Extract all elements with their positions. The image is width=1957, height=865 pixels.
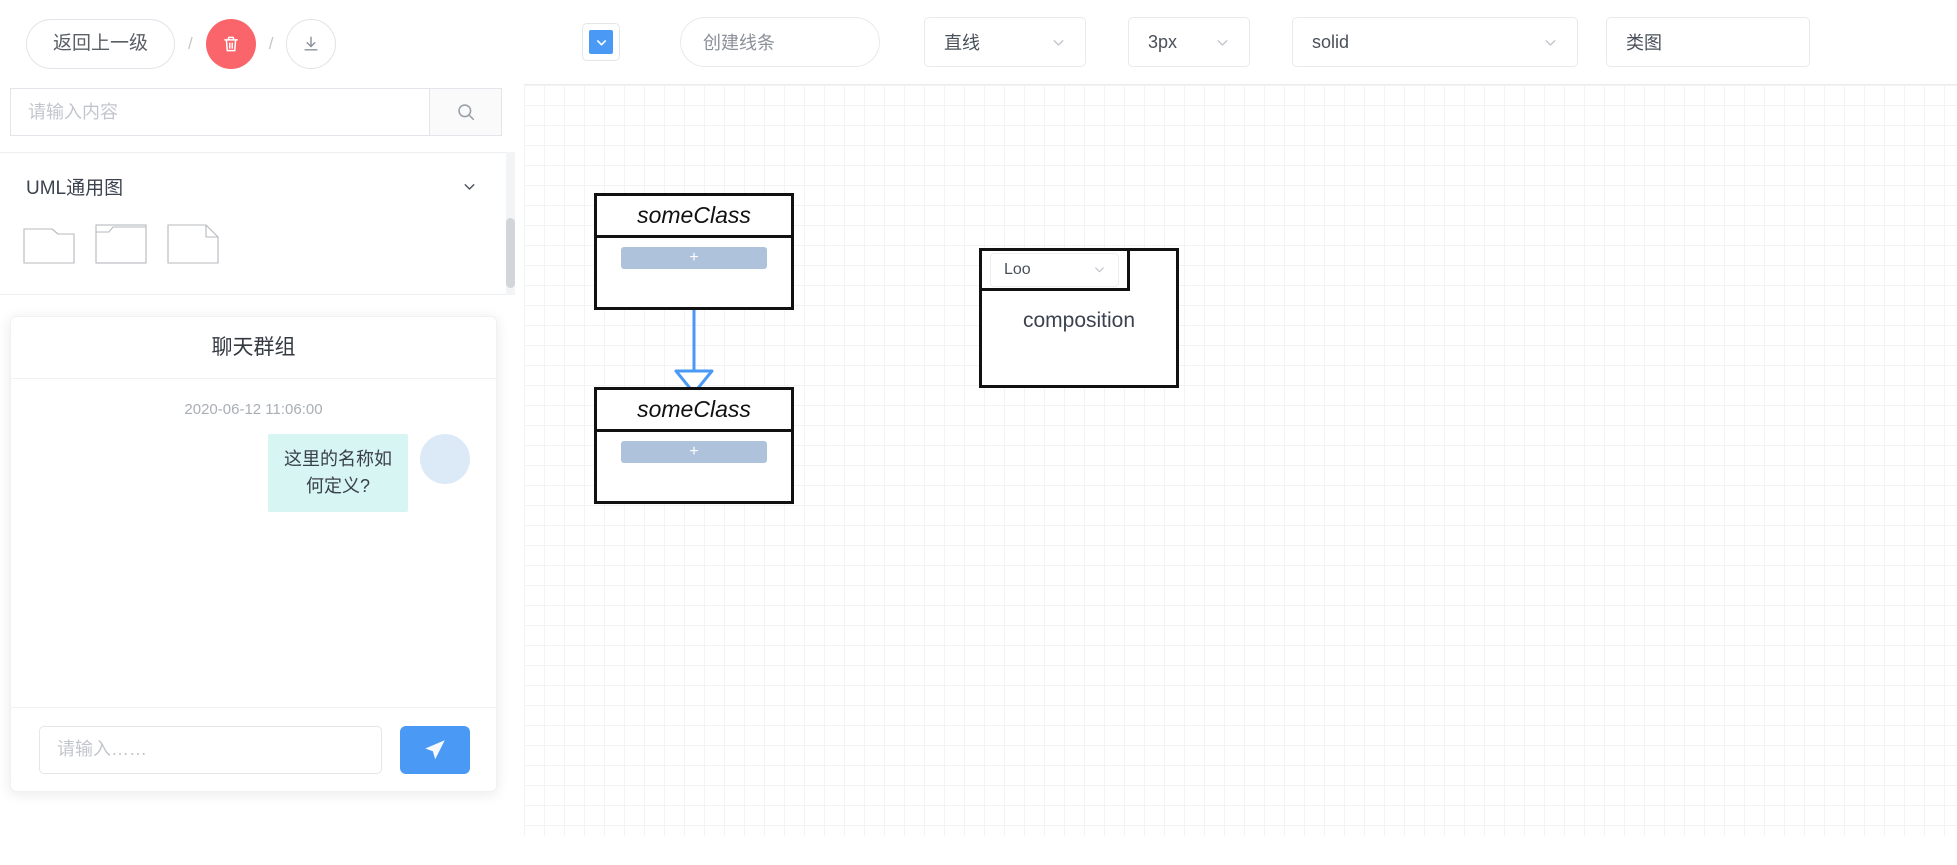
line-type-select[interactable]: 直线: [924, 17, 1086, 67]
toggle-square: [589, 30, 613, 54]
search-input[interactable]: [11, 89, 429, 135]
line-width-select[interactable]: 3px: [1128, 17, 1250, 67]
chevron-down-icon: [1545, 39, 1556, 46]
breadcrumb-separator-2: /: [268, 34, 274, 53]
chat-input[interactable]: [39, 725, 382, 774]
diagram-canvas[interactable]: someClass + someClass + Loo composition: [524, 84, 1957, 836]
shape-list: [0, 200, 506, 265]
avatar: [420, 434, 470, 484]
uml-class-title: someClass: [597, 196, 791, 238]
chevron-down-icon: [1053, 39, 1064, 46]
diagram-name-value: 类图: [1626, 33, 1662, 53]
diagram-name-field[interactable]: 类图: [1606, 17, 1810, 67]
uml-composition-node[interactable]: Loo composition: [979, 248, 1179, 388]
uml-class-node[interactable]: someClass +: [594, 387, 794, 504]
note-shape-icon[interactable]: [166, 222, 220, 265]
delete-button[interactable]: [205, 19, 256, 69]
chat-message: 这里的名称如何定义?: [37, 434, 470, 512]
download-icon: [304, 36, 319, 51]
chevron-down-icon: [596, 39, 606, 45]
uml-class-node[interactable]: someClass +: [594, 193, 794, 310]
uml-class-members: +: [597, 238, 791, 310]
shape-library-header[interactable]: UML通用图: [0, 153, 506, 200]
line-type-value: 直线: [944, 33, 980, 53]
search-bar: [10, 88, 502, 136]
chat-message-list: 2020-06-12 11:06:00 这里的名称如何定义?: [11, 379, 496, 707]
generalization-arrow[interactable]: [674, 310, 714, 395]
line-width-value: 3px: [1148, 31, 1178, 52]
canvas-toolbar: 创建线条 直线 3px solid 类图: [524, 0, 1957, 84]
line-style-value: solid: [1312, 31, 1350, 52]
add-member-button[interactable]: +: [621, 247, 767, 269]
composition-type-select[interactable]: Loo: [990, 252, 1119, 287]
chevron-down-icon: [1095, 267, 1104, 273]
composition-type-value: Loo: [1004, 260, 1031, 278]
trash-icon: [224, 36, 238, 52]
search-icon: [457, 104, 474, 121]
send-icon: [425, 739, 445, 759]
scrollbar-thumb[interactable]: [506, 218, 515, 288]
panel-toggle-button[interactable]: [582, 23, 620, 61]
left-panel: 返回上一级 / /: [0, 0, 524, 865]
folder-shape-icon[interactable]: [22, 222, 76, 265]
shape-panel-scrollbar[interactable]: [506, 152, 515, 295]
breadcrumb-separator-1: /: [188, 34, 193, 53]
send-button[interactable]: [400, 725, 470, 774]
back-button[interactable]: 返回上一级: [26, 19, 176, 69]
message-bubble: 这里的名称如何定义?: [268, 434, 408, 512]
composition-label: composition: [1022, 309, 1136, 332]
message-timestamp: 2020-06-12 11:06:00: [184, 401, 323, 418]
uml-class-members: +: [597, 432, 791, 504]
chevron-down-icon[interactable]: [461, 178, 478, 195]
chat-title: 聊天群组: [11, 317, 496, 379]
add-member-button[interactable]: +: [621, 441, 767, 463]
download-button[interactable]: [286, 19, 337, 69]
chat-composer: [11, 707, 496, 791]
tab-folder-shape-icon[interactable]: [94, 222, 148, 265]
create-line-button[interactable]: 创建线条: [680, 17, 880, 67]
line-style-select[interactable]: solid: [1292, 17, 1578, 67]
shape-library-title: UML通用图: [26, 178, 124, 199]
chat-panel: 聊天群组 2020-06-12 11:06:00 这里的名称如何定义?: [10, 316, 497, 792]
shape-library-section: UML通用图: [0, 152, 506, 295]
chevron-down-icon: [1217, 39, 1228, 46]
uml-class-title: someClass: [597, 390, 791, 432]
back-button-label: 返回上一级: [53, 33, 149, 54]
breadcrumb: 返回上一级 / /: [0, 0, 524, 88]
search-button[interactable]: [429, 89, 501, 135]
composition-header: Loo: [982, 251, 1130, 291]
create-line-label: 创建线条: [703, 33, 775, 53]
